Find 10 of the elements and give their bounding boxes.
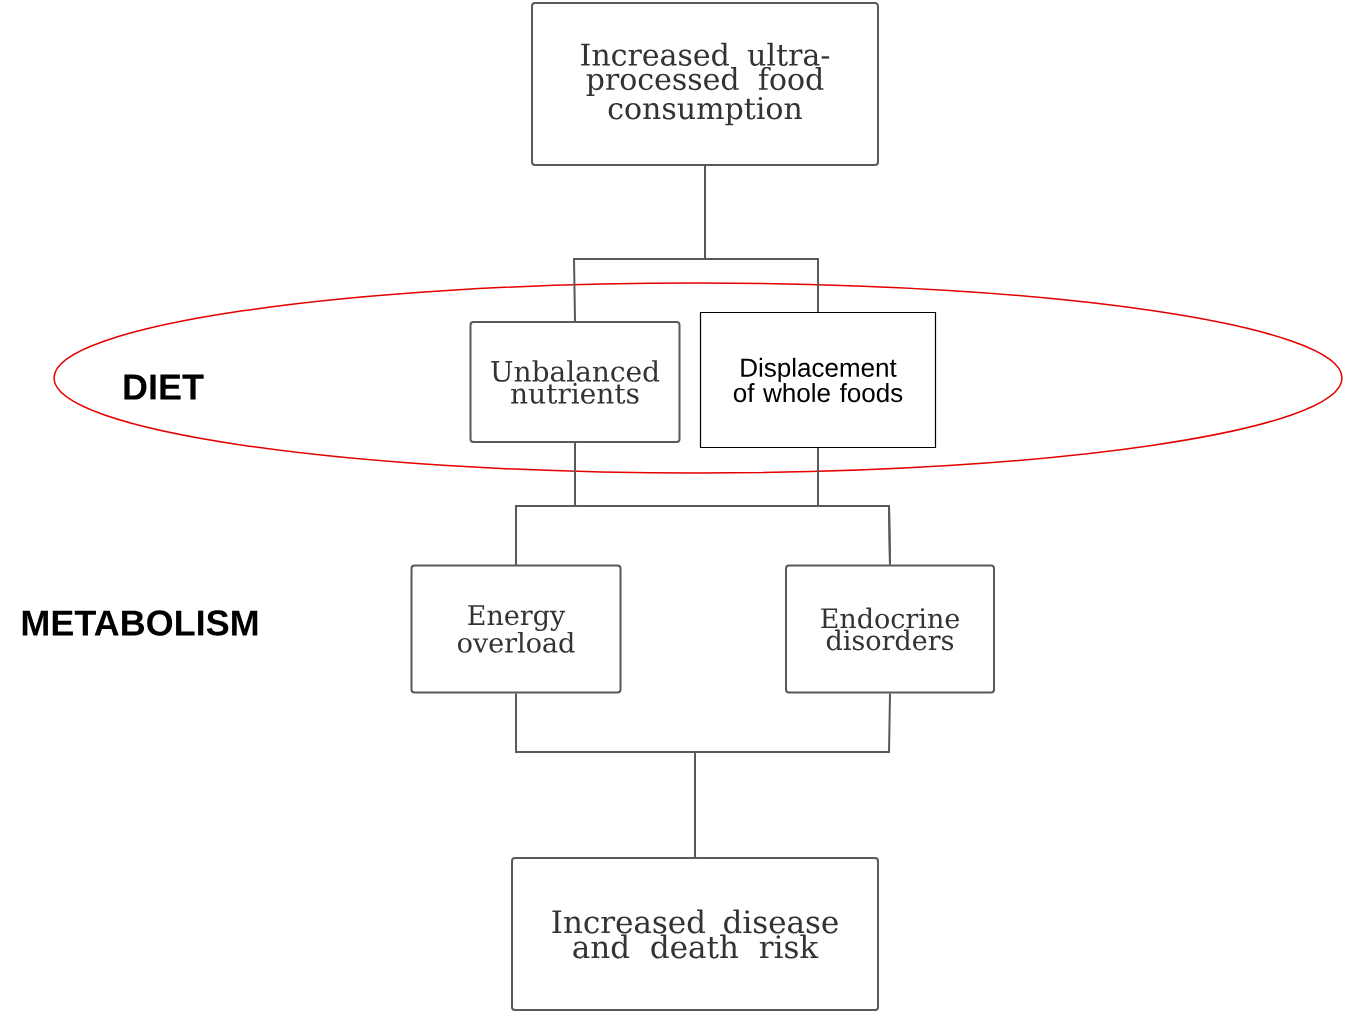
process-box: Unbalanced nutrients — [469, 321, 681, 443]
side-label: METABOLISM — [22, 610, 258, 636]
connector-line — [704, 165, 819, 313]
connector-line — [694, 692, 891, 858]
process-box: Increased ultra-processed food consumption — [531, 2, 879, 166]
process-box: Endocrine disorders — [785, 564, 995, 694]
process-box: Displacement of whole foods — [699, 311, 937, 449]
process-box: Increased disease and death risk — [511, 857, 879, 1011]
connector-line — [817, 447, 891, 566]
process-box: Energy overload — [410, 564, 622, 694]
